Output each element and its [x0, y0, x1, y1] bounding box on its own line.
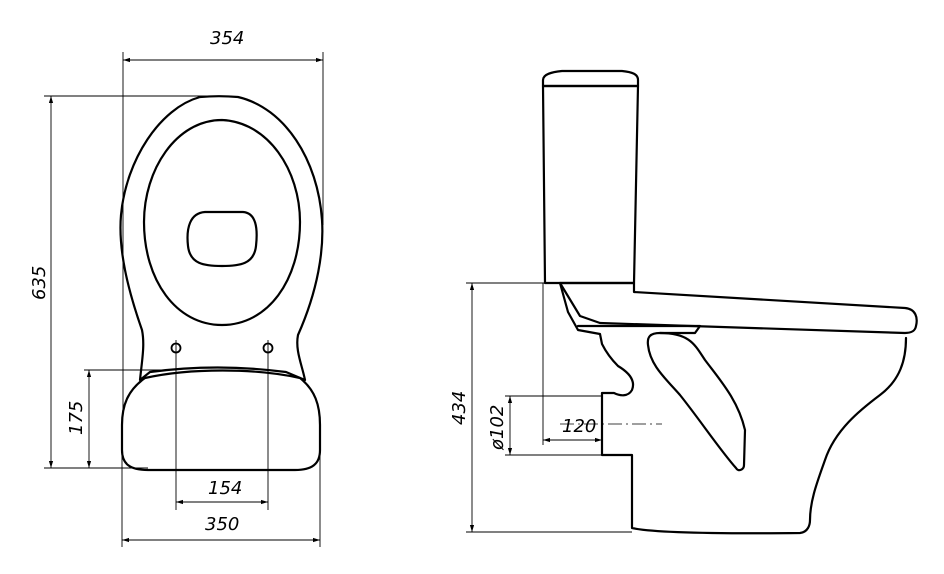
seat-opening: [142, 118, 302, 327]
base-outline: [120, 369, 322, 472]
dim-text-434: 434: [449, 391, 470, 425]
dim-text-635: 635: [29, 266, 50, 300]
trapway: [646, 331, 747, 472]
cistern-body: [541, 84, 640, 285]
dim-text-120: 120: [562, 416, 596, 437]
bowl-outer-outline: [119, 95, 324, 382]
dim-text-350: 350: [205, 514, 239, 535]
front-view: 354 635 175 154 350: [29, 28, 324, 547]
bowl-body: [558, 281, 908, 535]
side-view: 434 ø102 120: [449, 69, 918, 535]
dim-text-102: ø102: [487, 405, 508, 451]
seat-lid: [558, 281, 918, 335]
drain-hole: [186, 210, 258, 268]
dim-text-354: 354: [210, 28, 244, 49]
rim-underside: [576, 324, 702, 335]
dim-text-154: 154: [208, 478, 242, 499]
cistern-lid: [541, 69, 640, 88]
dim-text-175: 175: [66, 401, 87, 435]
